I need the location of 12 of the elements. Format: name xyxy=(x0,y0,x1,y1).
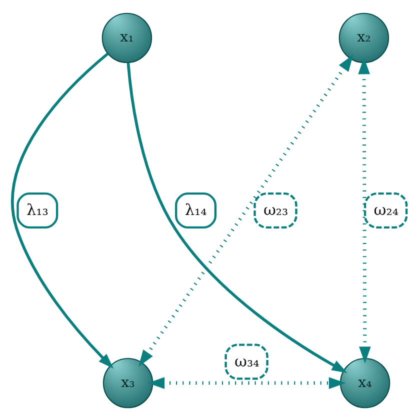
edge-label: ω₃₄ xyxy=(234,352,260,370)
edge-label: λ₁₄ xyxy=(184,200,207,219)
arrow xyxy=(148,376,346,388)
node-circle: x₃ xyxy=(102,357,154,408)
edge-label: ω₂₃ xyxy=(263,200,288,219)
edge-label: ω₂₄ xyxy=(374,200,398,219)
node-circle: x₂ xyxy=(338,12,390,63)
arrow xyxy=(358,56,371,364)
node-circle: x₁ xyxy=(102,12,152,63)
arrow xyxy=(11,52,114,368)
edge-label: λ₁₃ xyxy=(26,200,48,219)
node-circle: x₄ xyxy=(340,357,390,408)
